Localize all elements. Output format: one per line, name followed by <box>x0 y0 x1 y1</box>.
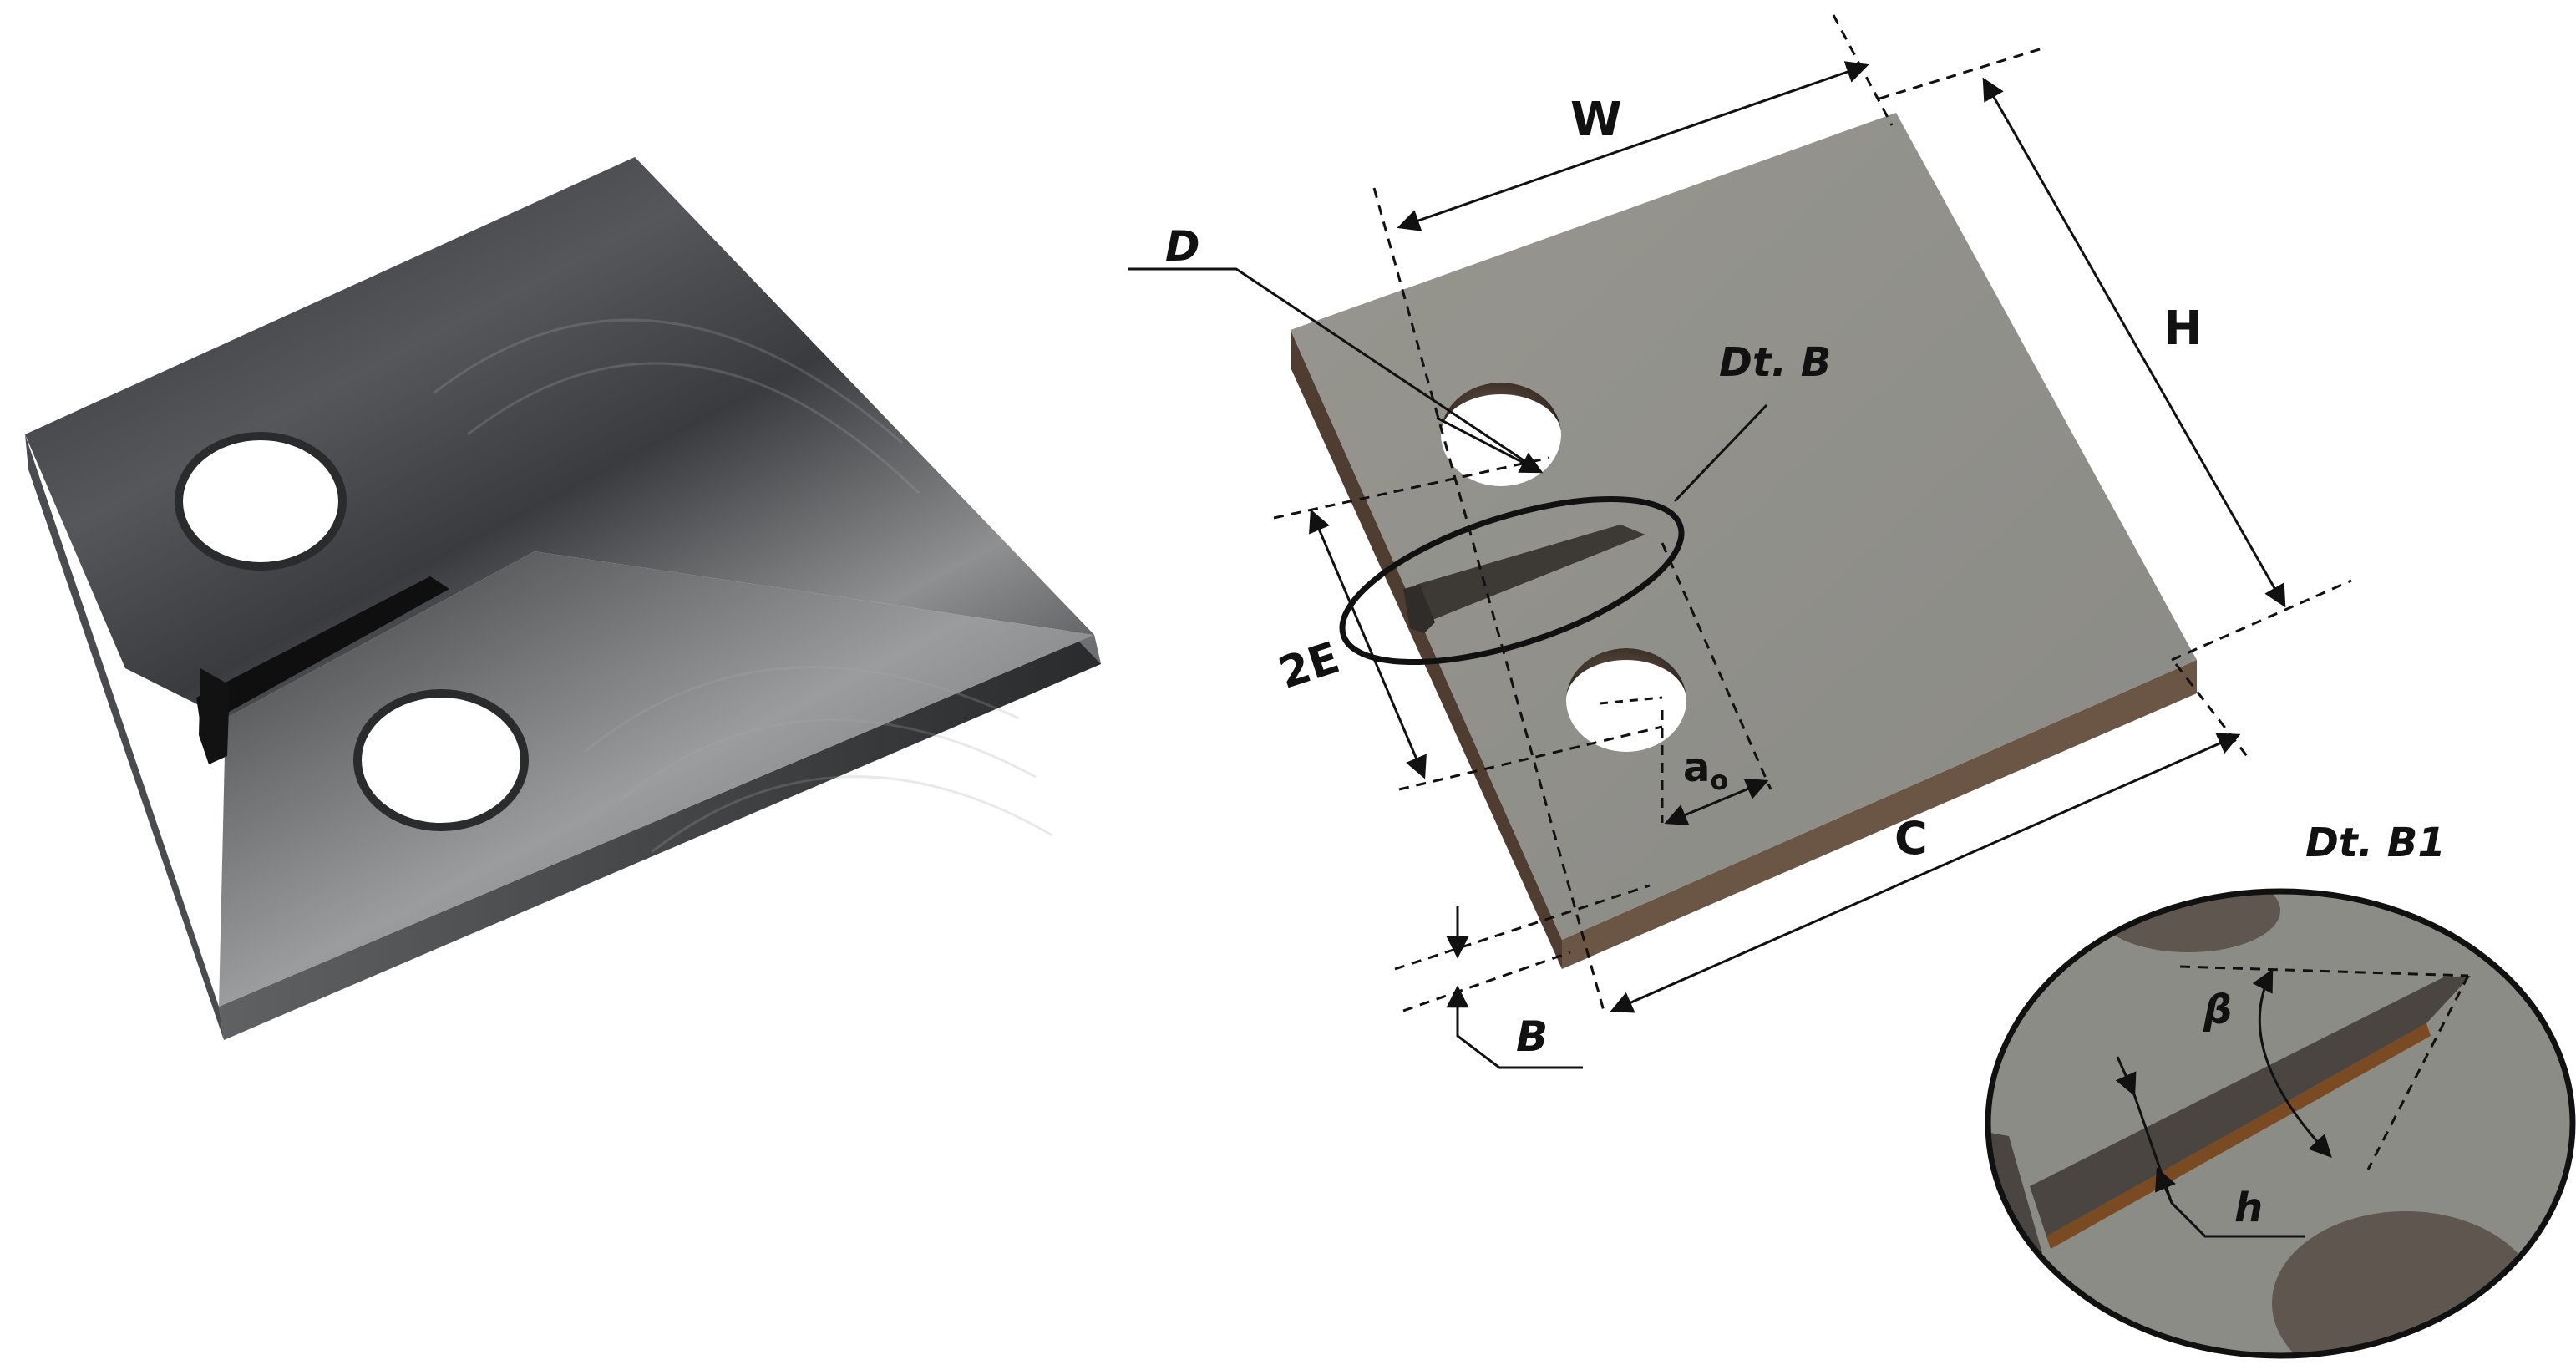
detail-hole-top <box>2097 891 2280 952</box>
photo-notch <box>196 576 449 731</box>
photo-notch-mouth <box>199 668 230 764</box>
label-a0-sub: o <box>1710 764 1728 796</box>
label-dt-b1: Dt. B1 <box>2305 820 2446 866</box>
label-h: H <box>2163 302 2203 356</box>
detail-dimension-lines <box>2115 965 2470 1238</box>
label-w: W <box>1570 93 1622 147</box>
label-b: B <box>1516 1012 1548 1061</box>
detail-notch-edge <box>2046 1023 2431 1249</box>
label-a0-main: a <box>1683 744 1710 791</box>
photo-front-left-edge <box>25 434 224 1040</box>
detail-notch <box>2030 976 2471 1236</box>
photo-top-face-upper <box>25 157 1094 718</box>
detail-outline <box>1985 888 2576 1359</box>
dimension-lines <box>1128 14 2352 1069</box>
model-hole-upper-wall <box>1441 383 1561 434</box>
photo-hole-upper <box>175 432 347 571</box>
photo-front-edge <box>219 635 1101 1040</box>
label-dt-b: Dt. B <box>1719 339 1831 386</box>
model-top-face <box>1291 113 2197 940</box>
label-beta: β <box>2203 987 2232 1033</box>
specimen-model <box>1291 113 2197 969</box>
model-hole-lower <box>1566 648 1686 752</box>
label-h-notch: h <box>2234 1185 2263 1231</box>
detail-b1 <box>1985 888 2576 1359</box>
label-2e: 2E <box>1273 633 1346 699</box>
model-hole-lower-wall <box>1566 648 1686 700</box>
label-a0: ao <box>1683 744 1728 796</box>
label-d: D <box>1165 222 1200 271</box>
model-notch <box>1416 525 1645 627</box>
specimen-photo <box>25 157 1101 1040</box>
photo-hole-lower <box>353 689 529 831</box>
photo-machining-marks <box>434 318 1053 854</box>
label-c: C <box>1894 812 1928 865</box>
photo-top-face-lower <box>219 551 1094 1007</box>
